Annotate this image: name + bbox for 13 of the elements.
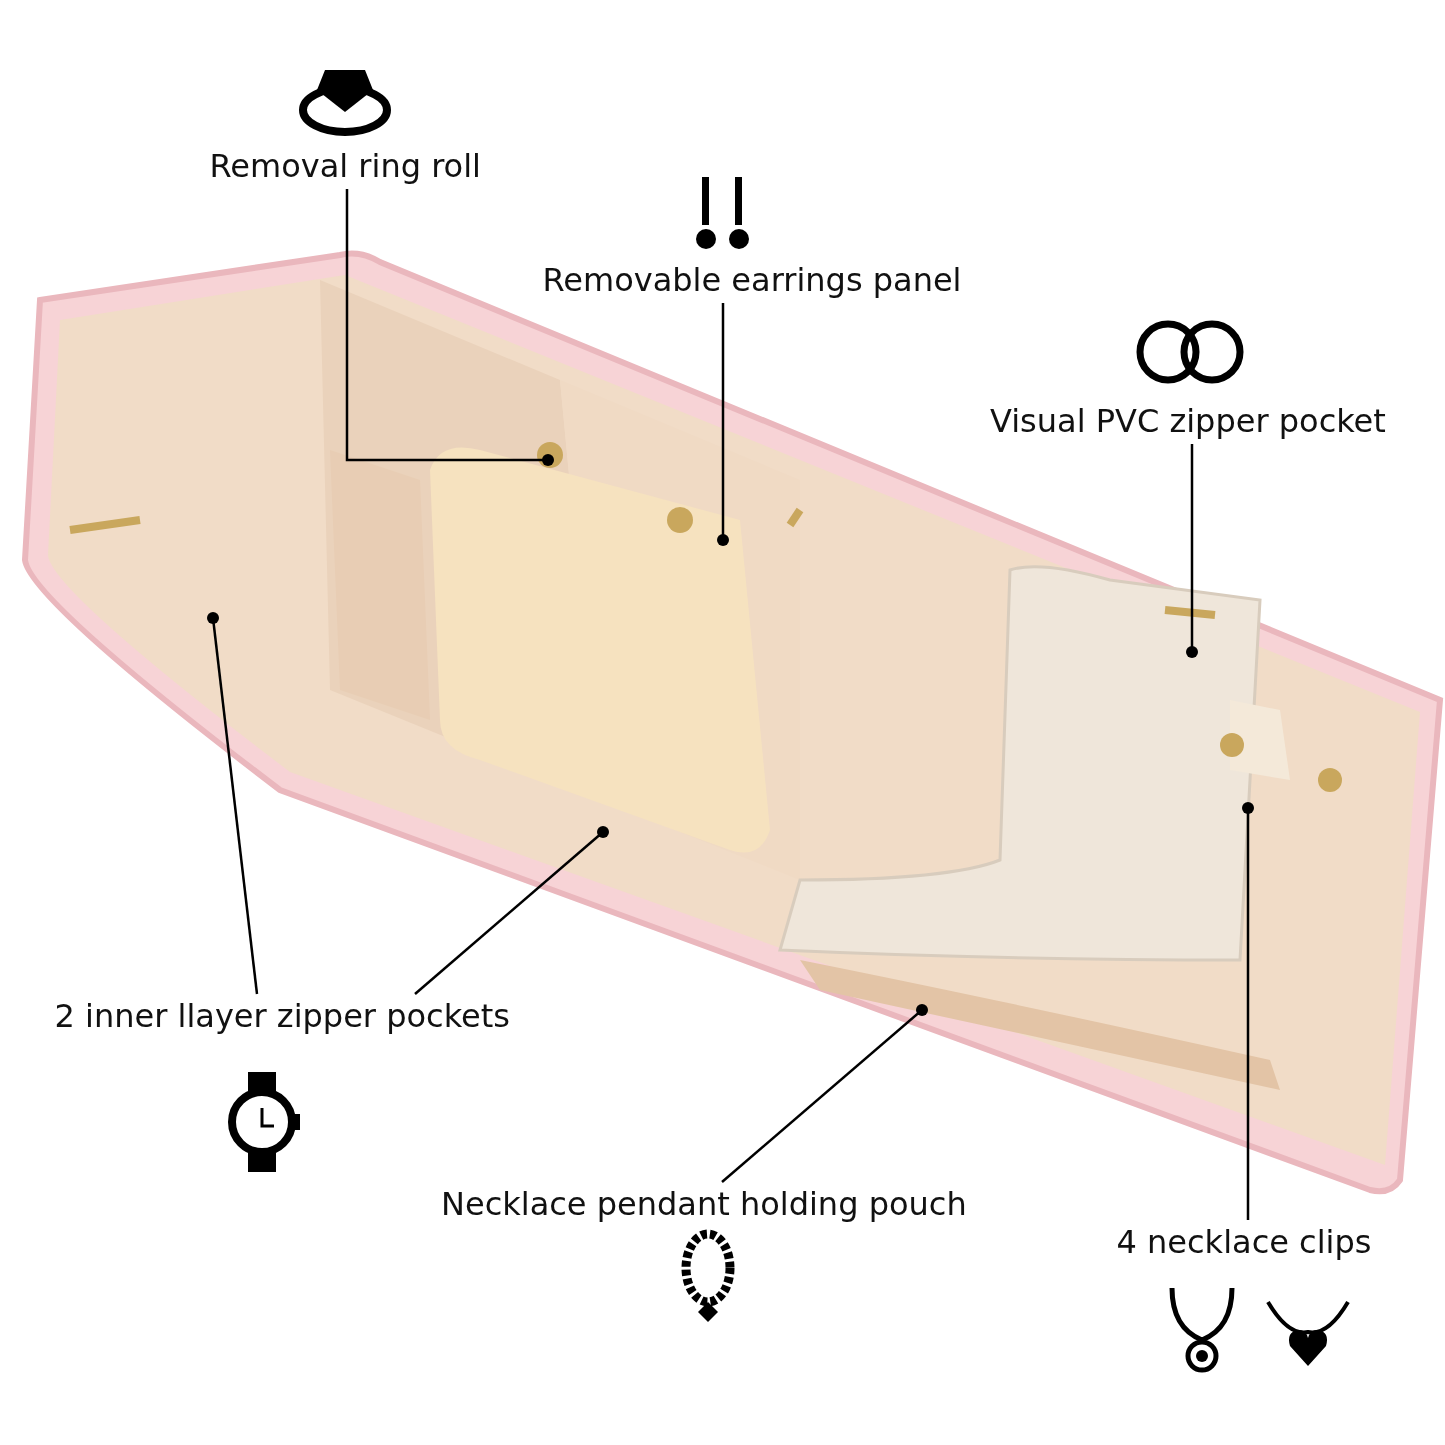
- leader-line: [1186, 444, 1198, 658]
- callout-label: Removal ring roll: [209, 148, 481, 185]
- leader-line: [721, 1004, 928, 1183]
- leader-line: [414, 826, 609, 995]
- callout-label: Removable earrings panel: [542, 262, 962, 299]
- callout-label: Necklace pendant holding pouch: [441, 1186, 967, 1223]
- leader-line: [345, 189, 554, 466]
- leader-line: [1242, 802, 1254, 1220]
- leader-line: [717, 303, 729, 546]
- leader-line: [207, 612, 259, 995]
- callout-label: 2 inner llayer zipper pockets: [54, 998, 510, 1035]
- callout-label: 4 necklace clips: [1116, 1224, 1372, 1261]
- callout-label: Visual PVC zipper pocket: [990, 403, 1386, 440]
